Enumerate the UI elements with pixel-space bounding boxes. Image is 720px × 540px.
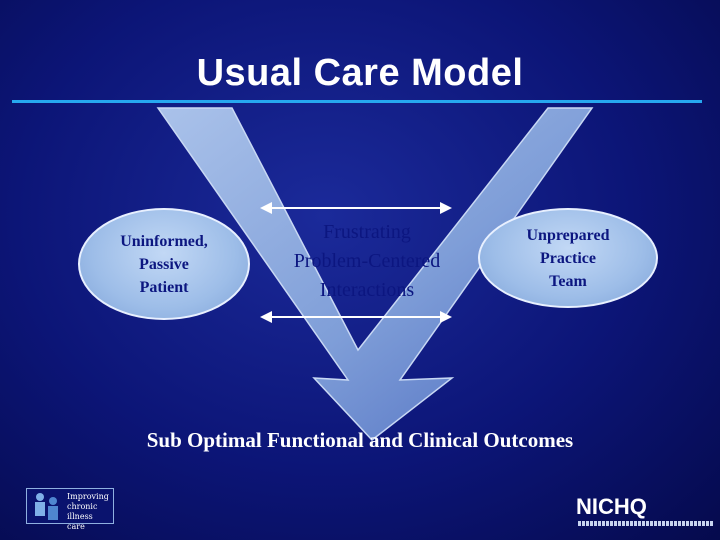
- uninformed-patient-label: Uninformed, Passive Patient: [120, 232, 208, 296]
- v-arrow-shape: [156, 107, 594, 442]
- people-icon: [35, 493, 58, 520]
- unprepared-team-label: Unprepared Practice Team: [526, 226, 610, 290]
- nichq-tagline-graphic: [578, 521, 713, 526]
- outcome-label: Sub Optimal Functional and Clinical Outc…: [146, 428, 574, 452]
- improving-chronic-care-text: Improving chronic illness care: [67, 492, 109, 531]
- interactions-label: Frustrating Problem-Centered Interaction…: [293, 221, 441, 301]
- slide-title: Usual Care Model: [196, 52, 524, 94]
- unprepared-team-node: Unprepared Practice Team: [478, 208, 658, 308]
- improving-chronic-care-logo: Improving chronic illness care: [26, 488, 114, 531]
- title-underline: [12, 100, 702, 103]
- uninformed-patient-node: Uninformed, Passive Patient: [78, 208, 250, 320]
- nichq-logo: NICHQ: [576, 494, 647, 519]
